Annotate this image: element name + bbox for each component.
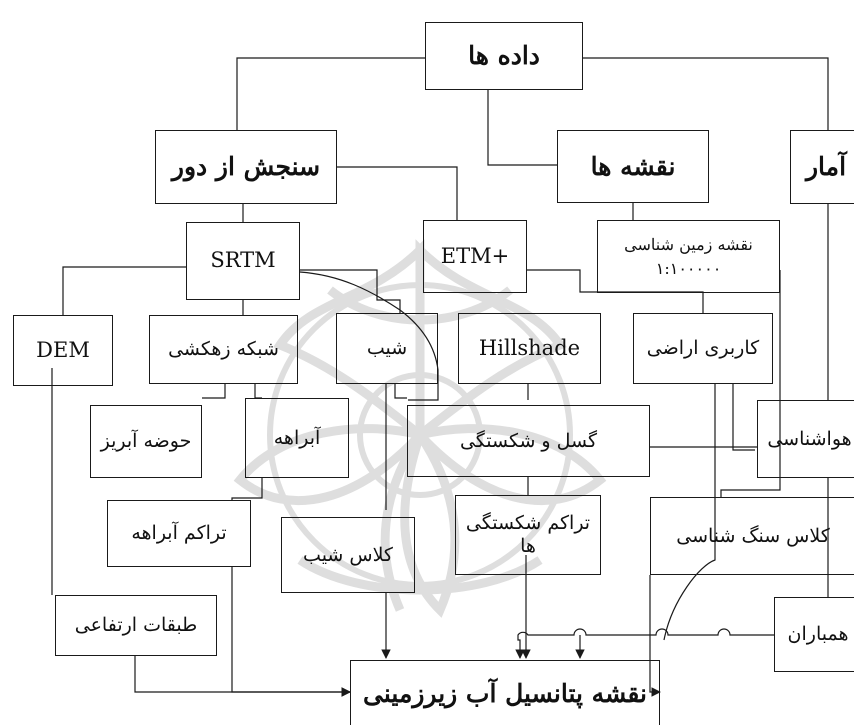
node-geology-map: نقشه زمین شناسی ۱:۱۰۰۰۰۰ bbox=[597, 220, 780, 293]
node-remote-sensing: سنجش از دور bbox=[155, 130, 337, 204]
node-srtm: SRTM bbox=[186, 222, 300, 300]
node-drainage-density: تراکم آبراهه bbox=[107, 500, 251, 567]
line-elev-target bbox=[134, 656, 351, 697]
line-drainage-density-target bbox=[231, 567, 351, 697]
line-isohyets-target bbox=[515, 628, 774, 659]
line-lithology-target bbox=[649, 575, 661, 697]
line-drainage-waterways bbox=[254, 384, 262, 399]
node-elevation-classes: طبقات ارتفاعی bbox=[55, 595, 217, 656]
line-drainage-watershed bbox=[202, 384, 226, 399]
node-drainage-network: شبکه زهکشی bbox=[149, 315, 298, 384]
node-slope: شیب bbox=[336, 313, 438, 384]
line-data-statistics bbox=[583, 57, 829, 130]
line-landuse-right bbox=[732, 384, 755, 451]
node-etm: ETM+ bbox=[423, 220, 527, 293]
line-srtm-slope bbox=[300, 269, 401, 313]
node-data: داده ها bbox=[425, 22, 583, 90]
line-geology-lithology bbox=[720, 270, 781, 497]
line-rs-etm bbox=[337, 166, 458, 220]
node-slope-class: کلاس شیب bbox=[281, 517, 415, 593]
line-waterways-density bbox=[231, 478, 263, 500]
line-data-maps bbox=[487, 90, 557, 166]
node-watershed: حوضه آبریز bbox=[90, 405, 202, 478]
node-hillshade: Hillshade bbox=[458, 313, 601, 384]
node-maps: نقشه ها bbox=[557, 130, 709, 203]
node-statistics: آمار bbox=[790, 130, 854, 204]
line-slope-fault bbox=[394, 384, 407, 399]
node-dem: DEM bbox=[13, 315, 113, 386]
line-landuse-slope-class bbox=[663, 384, 716, 641]
geology-map-title: نقشه زمین شناسی bbox=[624, 234, 753, 254]
line-srtm-hillshade bbox=[299, 271, 439, 401]
node-groundwater-potential-map: نقشه پتانسیل آب زیرزمینی bbox=[350, 660, 660, 725]
node-faults-fractures: گسل و شکستگی bbox=[407, 405, 650, 477]
node-isohyets: همباران bbox=[774, 597, 854, 672]
node-land-use: کاربری اراضی bbox=[633, 313, 773, 384]
node-lithology-class: کلاس سنگ شناسی bbox=[650, 497, 854, 575]
geology-map-scale: ۱:۱۰۰۰۰۰ bbox=[655, 258, 722, 278]
node-fracture-density: تراکم شکستگی ها bbox=[455, 495, 601, 575]
line-etm-landuse bbox=[527, 269, 704, 313]
line-data-remote-sensing bbox=[236, 57, 425, 130]
line-srtm-dem bbox=[62, 266, 186, 315]
node-waterways: آبراهه bbox=[245, 398, 349, 478]
node-meteorology: هواشناسی bbox=[757, 400, 854, 478]
